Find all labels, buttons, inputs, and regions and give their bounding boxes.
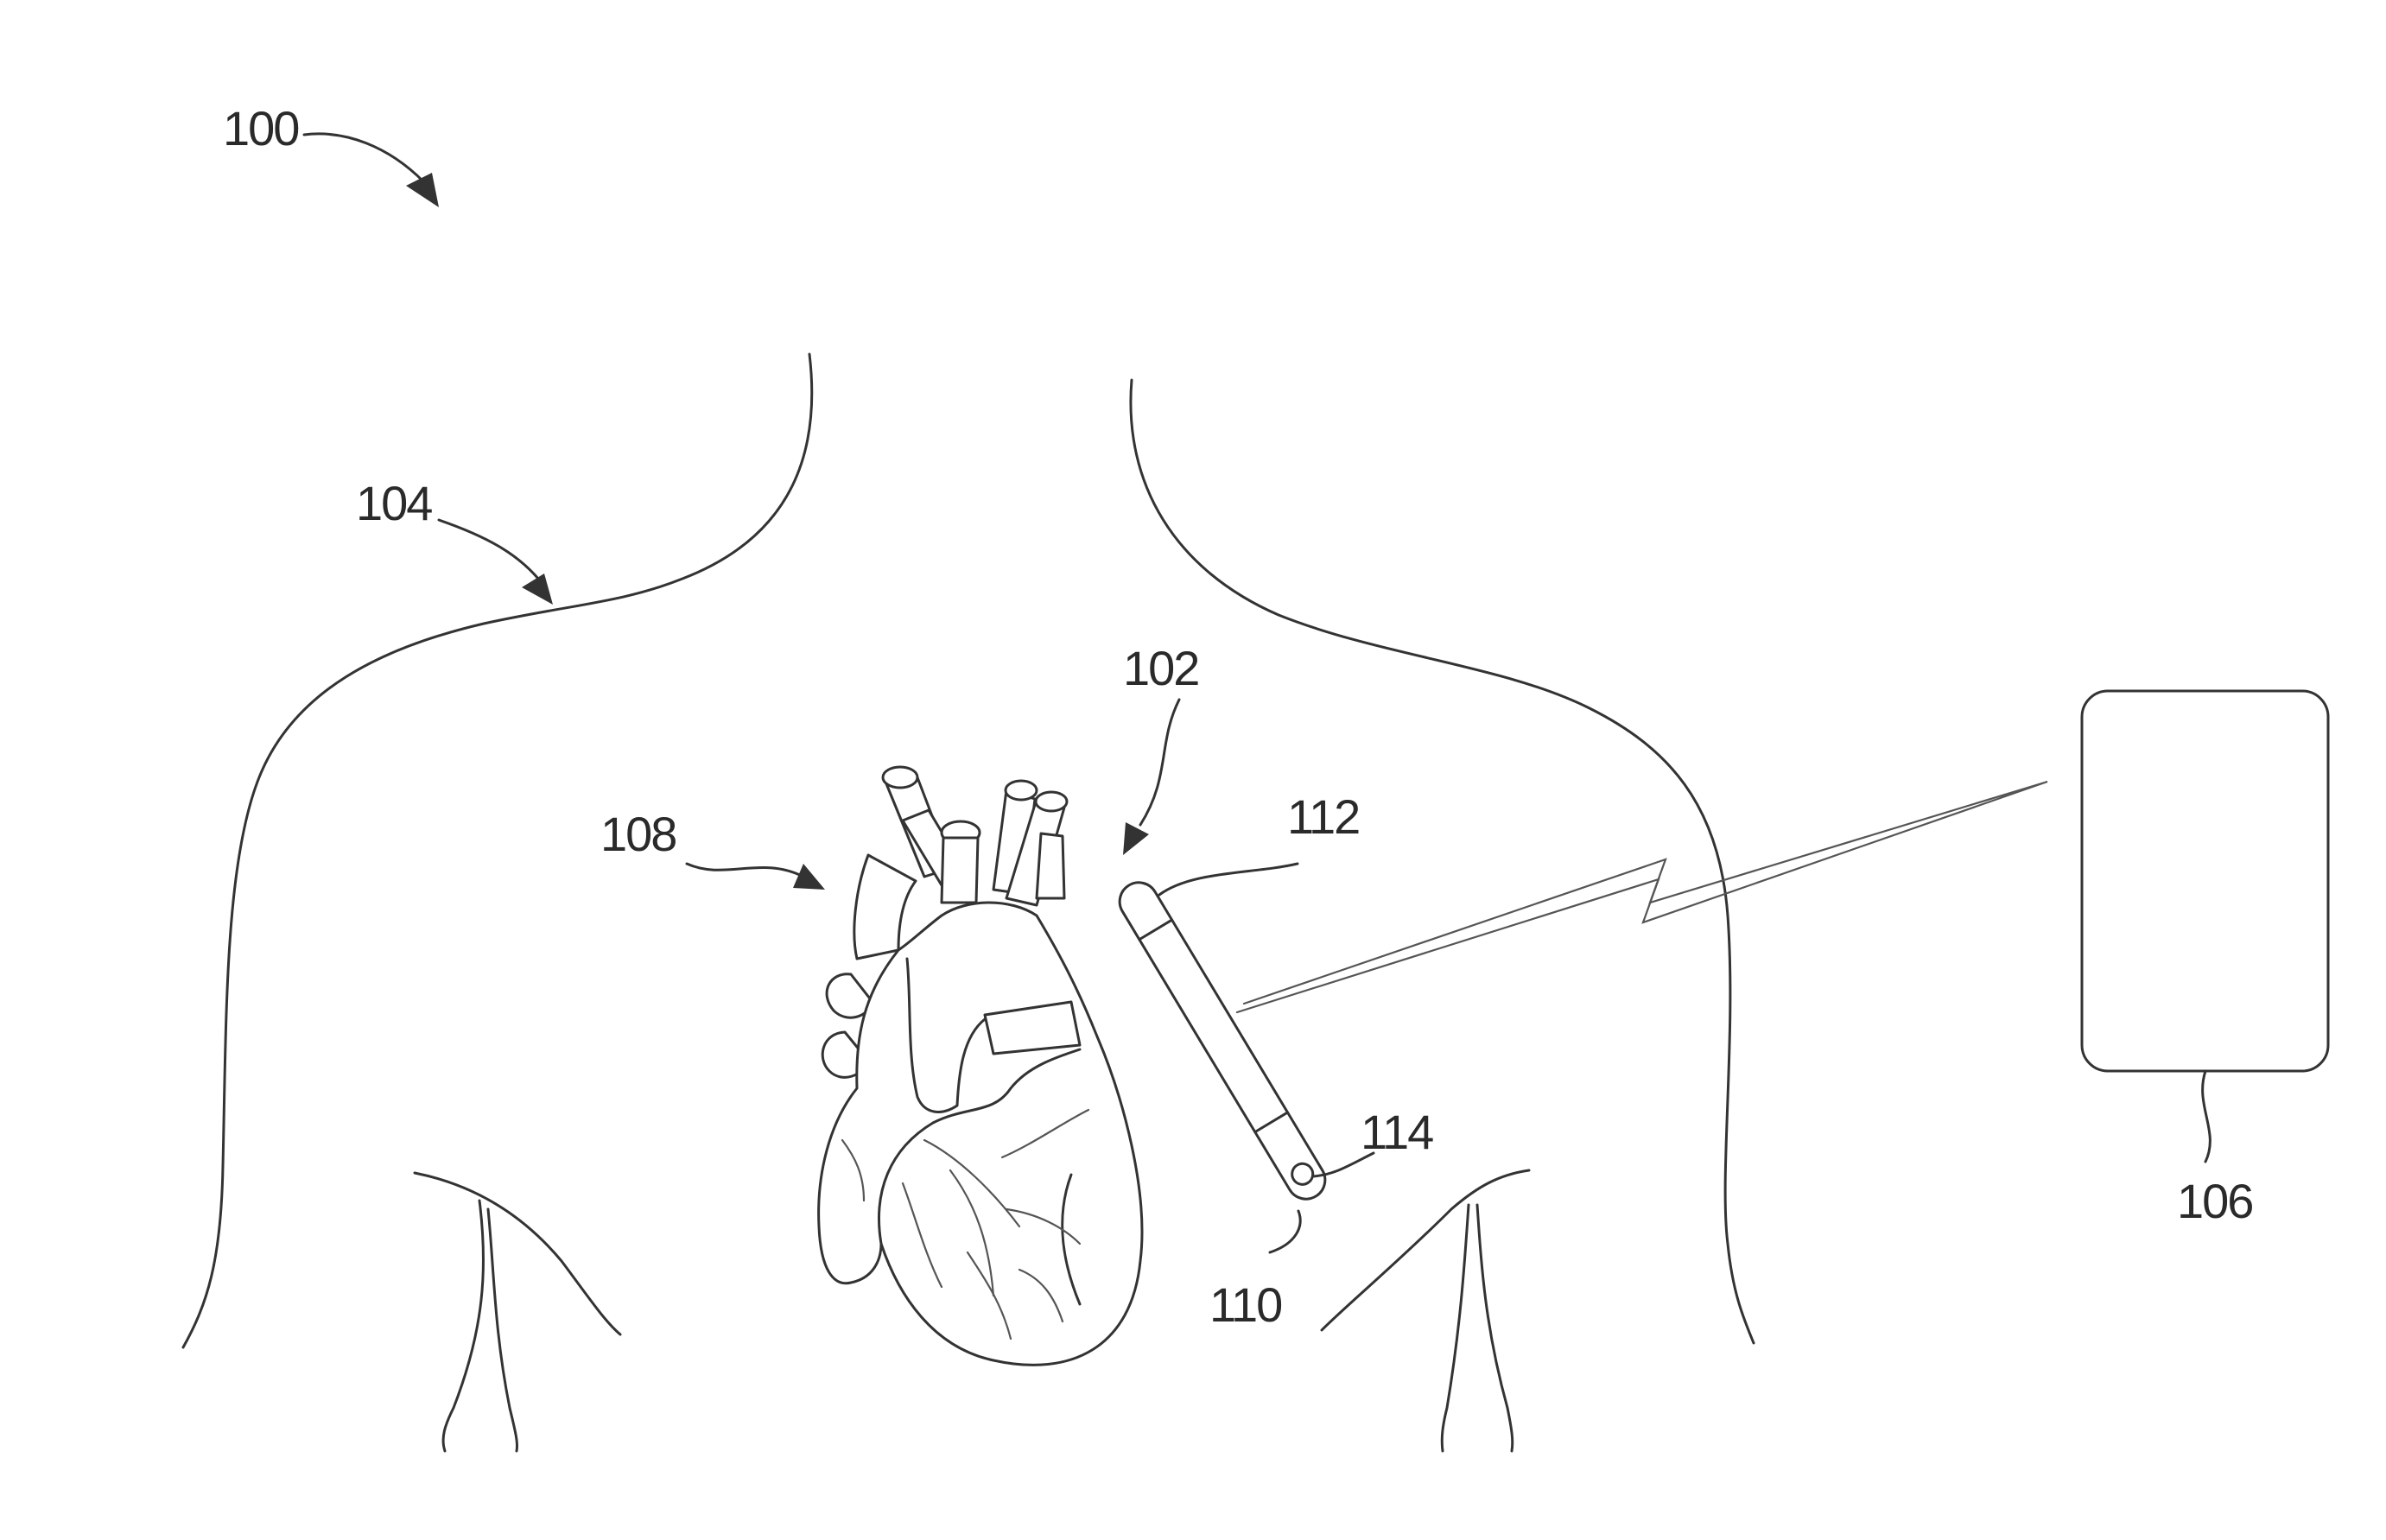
label-104: 104: [356, 476, 432, 530]
label-102: 102: [1123, 641, 1198, 695]
label-100: 100: [223, 101, 298, 155]
external-device-box: [2082, 691, 2328, 1071]
heart-illustration: [819, 767, 1142, 1365]
label-110: 110: [1209, 1277, 1281, 1332]
implantable-device: [1113, 876, 1332, 1207]
label-114: 114: [1361, 1105, 1433, 1159]
label-108: 108: [600, 807, 676, 861]
label-112: 112: [1287, 789, 1359, 844]
label-106: 106: [2177, 1174, 2252, 1228]
